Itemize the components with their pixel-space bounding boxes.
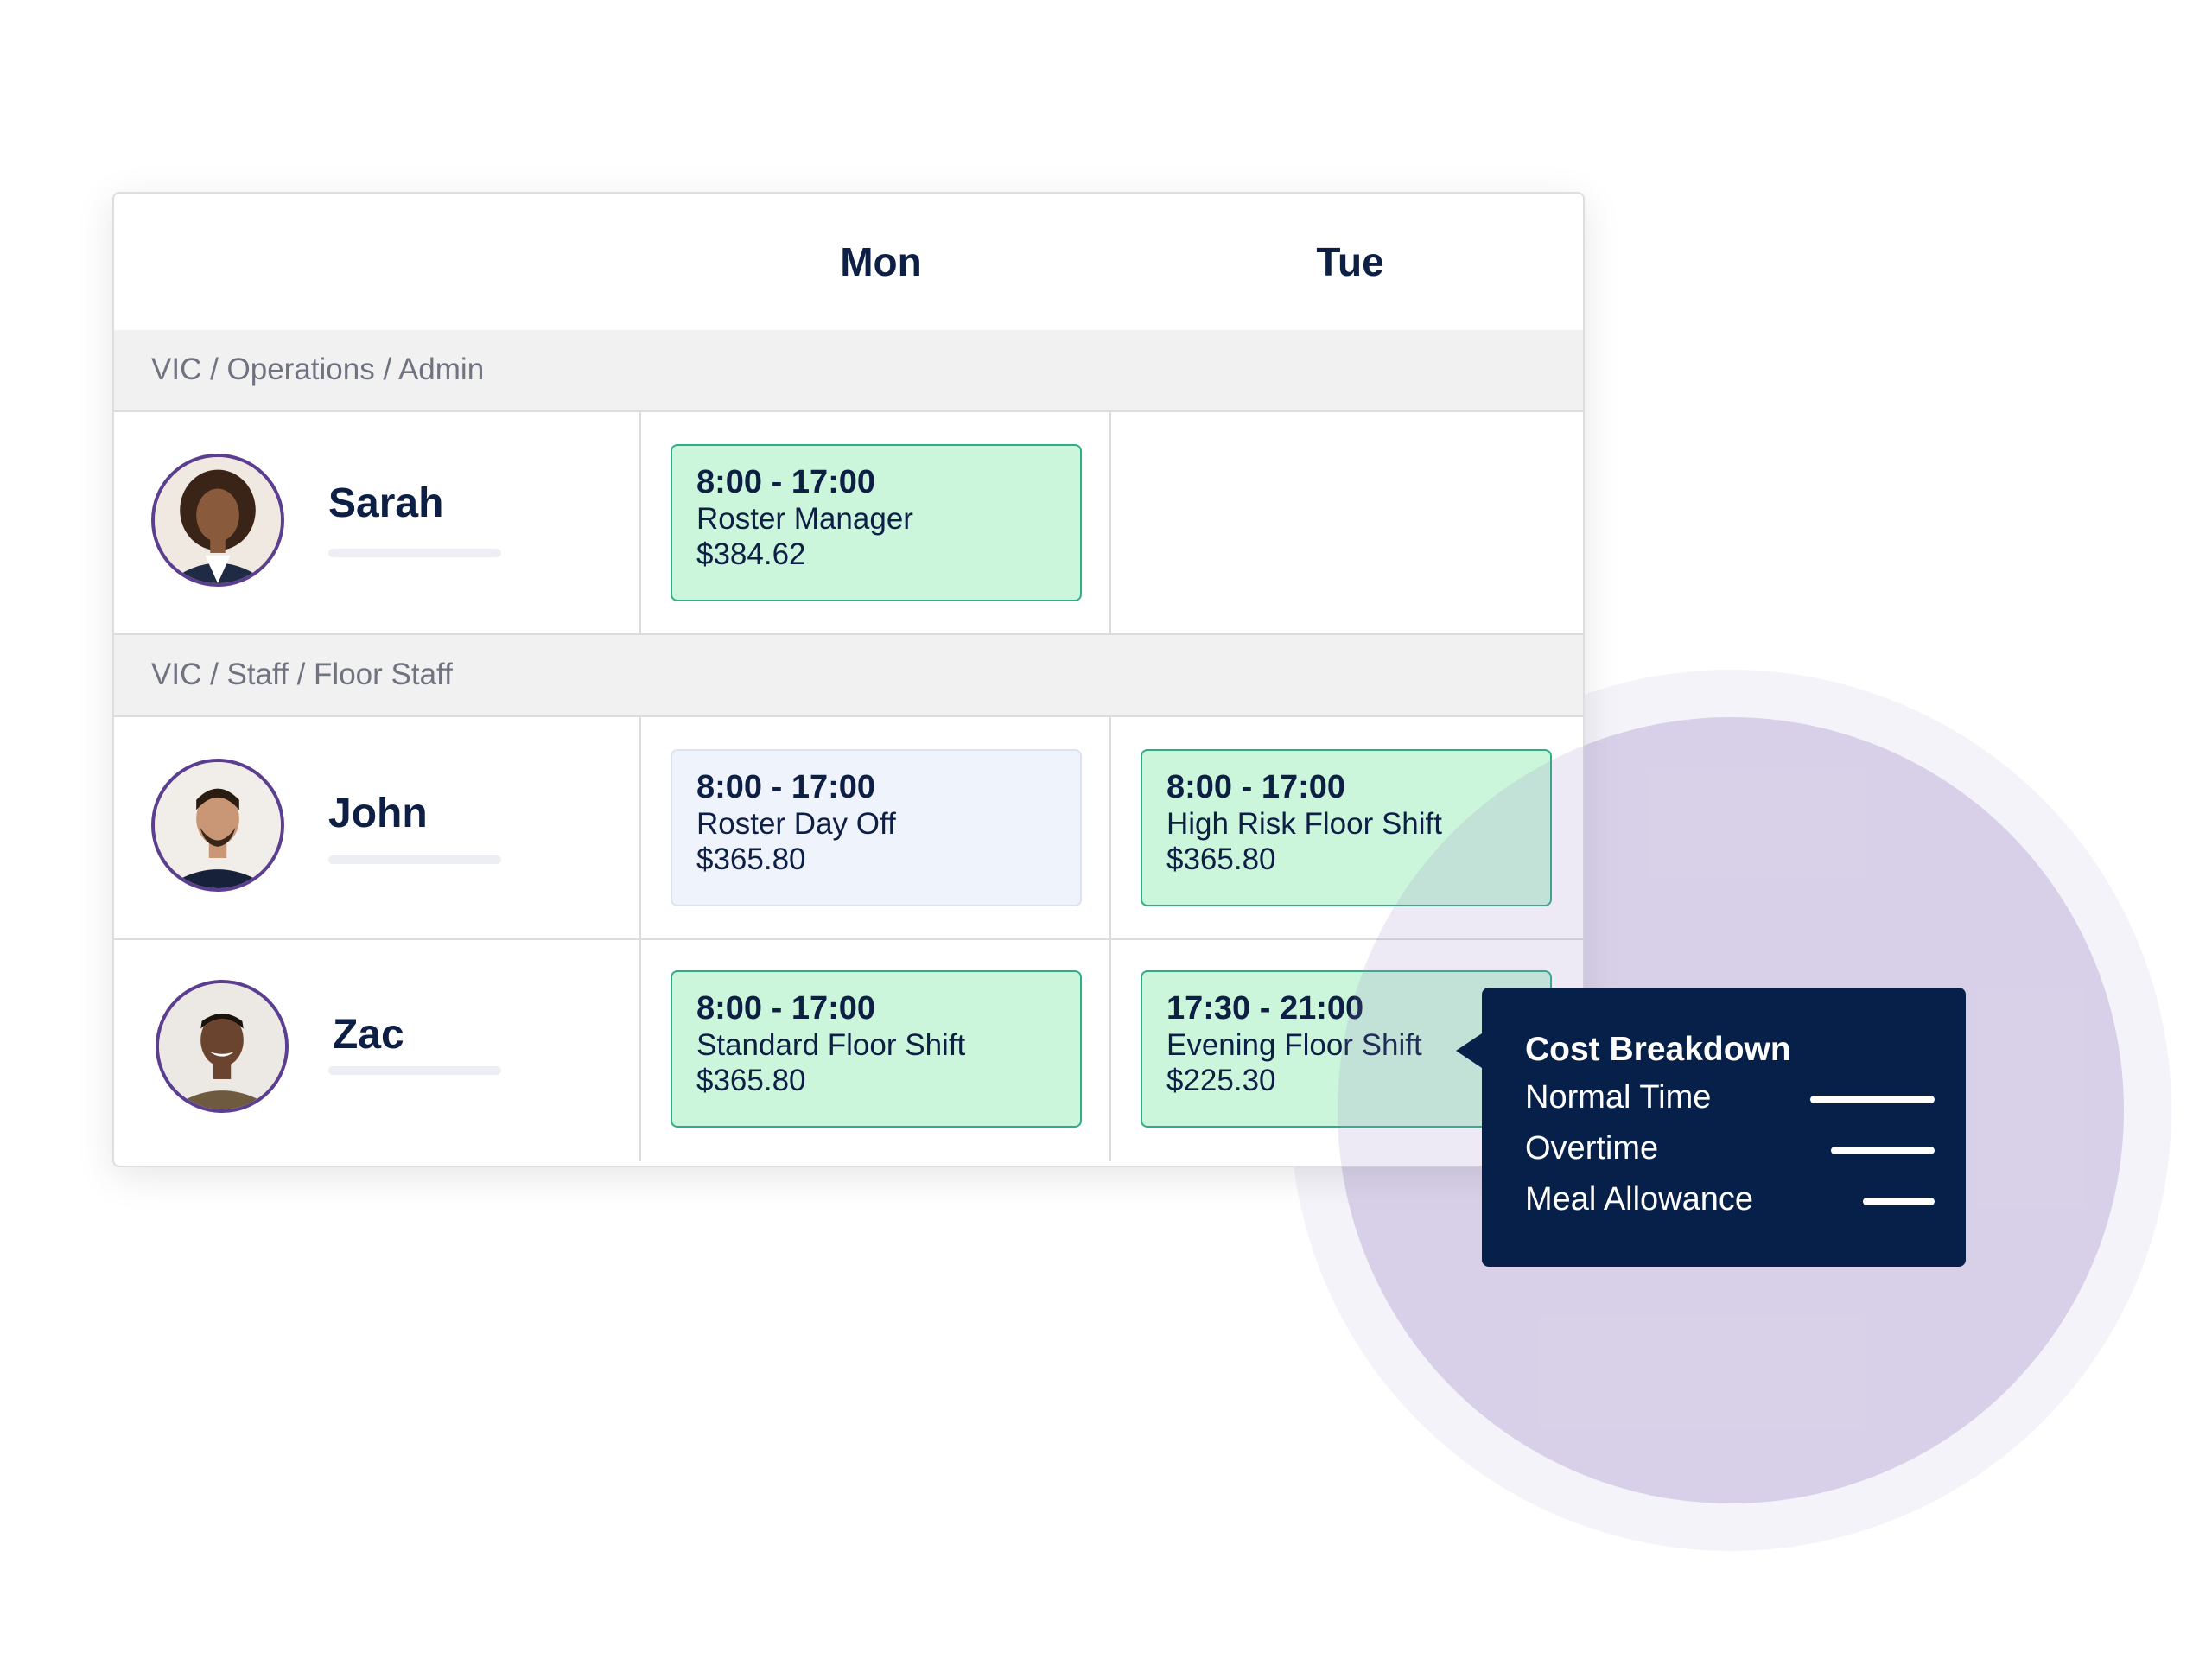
shift-card-john-mon[interactable]: 8:00 - 17:00 Roster Day Off $365.80	[671, 749, 1082, 906]
tooltip-row-label: Overtime	[1525, 1130, 1659, 1166]
employee-row-zac: Zac 8:00 - 17:00 Standard Floor Shift $3…	[114, 940, 1583, 1161]
day-header-tue: Tue	[1316, 239, 1384, 284]
shift-time: 8:00 - 17:00	[696, 990, 876, 1027]
name-placeholder-bar	[328, 855, 501, 864]
tooltip-row-label: Meal Allowance	[1525, 1181, 1754, 1217]
day-header-mon: Mon	[840, 239, 922, 284]
shift-time: 8:00 - 17:00	[1166, 769, 1346, 805]
shift-role: Roster Manager	[696, 502, 913, 536]
cost-breakdown-tooltip: Cost Breakdown Normal Time Overtime Meal…	[1456, 988, 1966, 1267]
employee-name[interactable]: John	[328, 791, 428, 836]
shift-card-john-tue[interactable]: 8:00 - 17:00 High Risk Floor Shift $365.…	[1141, 749, 1552, 906]
person-avatar-icon	[155, 457, 281, 583]
avatar-zac[interactable]	[156, 980, 289, 1113]
tooltip-value-bar	[1831, 1147, 1935, 1154]
shift-cost: $365.80	[1166, 842, 1276, 876]
shift-role: Standard Floor Shift	[696, 1028, 966, 1062]
employee-row-sarah: Sarah 8:00 - 17:00 Roster Manager $384.6…	[114, 412, 1583, 635]
name-placeholder-bar	[328, 1066, 501, 1075]
tooltip-row-normal-time: Normal Time	[1525, 1072, 1966, 1123]
tooltip-row-meal-allowance: Meal Allowance	[1525, 1174, 1966, 1225]
shift-cost: $365.80	[696, 1064, 806, 1097]
tooltip-value-bar	[1863, 1198, 1935, 1205]
shift-cost: $365.80	[696, 842, 806, 876]
shift-role: High Risk Floor Shift	[1166, 807, 1442, 841]
employee-name[interactable]: Zac	[333, 1012, 404, 1058]
group-label: VIC / Operations / Admin	[151, 353, 485, 386]
shift-card-sarah-mon[interactable]: 8:00 - 17:00 Roster Manager $384.62	[671, 444, 1082, 601]
group-label: VIC / Staff / Floor Staff	[151, 658, 453, 691]
roster-header-row: Mon Tue	[114, 194, 1583, 332]
shift-role: Roster Day Off	[696, 807, 896, 841]
shift-cost: $225.30	[1166, 1064, 1276, 1097]
tooltip-row-label: Normal Time	[1525, 1079, 1712, 1116]
shift-time: 8:00 - 17:00	[696, 464, 876, 500]
tooltip-value-bar	[1810, 1096, 1935, 1103]
avatar-sarah[interactable]	[151, 454, 284, 587]
avatar-john[interactable]	[151, 759, 284, 892]
tooltip-row-overtime: Overtime	[1525, 1123, 1966, 1174]
shift-cost: $384.62	[696, 537, 806, 571]
roster-grid: Mon Tue VIC / Operations / Admin Sarah 8…	[112, 192, 1585, 1167]
shift-card-zac-mon[interactable]: 8:00 - 17:00 Standard Floor Shift $365.8…	[671, 970, 1082, 1128]
person-avatar-icon	[159, 983, 285, 1109]
group-band-operations-admin: VIC / Operations / Admin	[114, 330, 1583, 412]
shift-time: 17:30 - 21:00	[1166, 990, 1364, 1027]
tooltip-title: Cost Breakdown	[1525, 1031, 1791, 1068]
group-band-floor-staff: VIC / Staff / Floor Staff	[114, 635, 1583, 717]
person-avatar-icon	[155, 762, 281, 888]
employee-row-john: John 8:00 - 17:00 Roster Day Off $365.80…	[114, 717, 1583, 940]
shift-time: 8:00 - 17:00	[696, 769, 876, 805]
name-placeholder-bar	[328, 549, 501, 557]
employee-name[interactable]: Sarah	[328, 480, 444, 526]
shift-role: Evening Floor Shift	[1166, 1028, 1422, 1062]
